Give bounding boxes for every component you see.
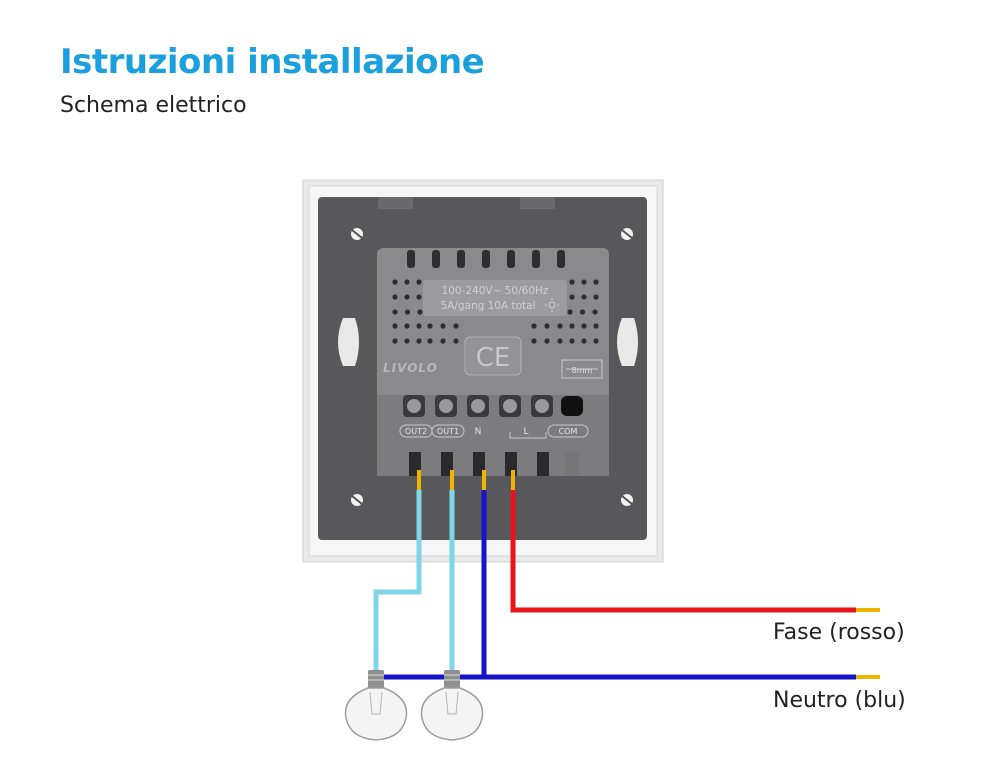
vent-hole	[404, 294, 410, 300]
vent-hole	[392, 279, 398, 285]
terminal-n: N	[475, 427, 482, 437]
vent-hole	[392, 323, 398, 329]
terminal-out2: OUT2	[405, 427, 427, 436]
vent-hole	[427, 323, 433, 329]
strip-length-label: 8mm	[572, 366, 593, 375]
vent-hole	[569, 294, 575, 300]
phase-wire-label: Fase (rosso)	[773, 620, 905, 645]
load-wire-out2	[373, 490, 422, 672]
vent-hole	[569, 279, 575, 285]
vent-hole	[593, 338, 599, 344]
vent-hole	[581, 294, 587, 300]
vent-hole	[593, 294, 599, 300]
lightbulb-icon	[420, 670, 484, 741]
vent-hole	[416, 279, 422, 285]
rating-current: 5A/gang 10A total	[440, 300, 535, 312]
terminal-com: COM	[559, 427, 578, 436]
page-subtitle: Schema elettrico	[60, 93, 247, 118]
vent-hole	[557, 338, 563, 344]
vent-hole	[453, 323, 459, 329]
ce-mark: CE	[476, 343, 511, 373]
vent-hole	[440, 323, 446, 329]
brand-logo: LIVOLO	[383, 361, 438, 375]
screw-icon	[351, 228, 363, 240]
vent-hole	[404, 338, 410, 344]
vent-hole	[392, 338, 398, 344]
vent-hole	[531, 323, 537, 329]
vent-hole	[544, 338, 550, 344]
terminal-labels: OUT2 OUT1 N L COM	[399, 424, 589, 439]
terminal-out1: OUT1	[437, 427, 459, 436]
vent-hole	[440, 338, 446, 344]
rating-voltage: 100-240V~ 50/60Hz	[442, 285, 549, 297]
vent-hole	[569, 338, 575, 344]
screw-icon	[621, 494, 633, 506]
vent-hole	[416, 338, 422, 344]
page-title: Istruzioni installazione	[60, 42, 485, 82]
strip-gauge: 8mm	[561, 359, 603, 379]
switch-module: 100-240V~ 50/60Hz 5A/gang 10A total LIVO…	[377, 248, 609, 476]
vent-hole	[404, 323, 410, 329]
vent-hole	[453, 338, 459, 344]
wiring	[373, 470, 880, 680]
vent-hole	[392, 309, 398, 315]
vent-hole	[581, 338, 587, 344]
vent-hole	[569, 323, 575, 329]
vent-hole	[593, 279, 599, 285]
screw-icon	[351, 494, 363, 506]
neutral-wire-label: Neutro (blu)	[773, 688, 906, 713]
sun-icon	[545, 298, 559, 312]
lightbulb-icon	[344, 670, 408, 741]
vent-hole	[417, 309, 423, 315]
vent-hole	[581, 279, 587, 285]
vent-hole	[416, 294, 422, 300]
vent-hole	[567, 309, 573, 315]
vent-hole	[392, 294, 398, 300]
vent-hole	[592, 309, 598, 315]
vent-hole	[581, 323, 587, 329]
terminal-screws	[403, 395, 583, 417]
vent-hole	[416, 323, 422, 329]
phase-wire	[510, 490, 856, 613]
vent-hole	[531, 338, 537, 344]
screw-icon	[621, 228, 633, 240]
vent-hole	[404, 309, 411, 315]
terminal-l: L	[523, 427, 528, 437]
vent-hole	[557, 323, 563, 329]
vent-hole	[427, 338, 433, 344]
vent-hole	[579, 309, 586, 315]
vent-hole	[593, 323, 599, 329]
vent-hole	[404, 279, 410, 285]
vent-hole	[544, 323, 550, 329]
